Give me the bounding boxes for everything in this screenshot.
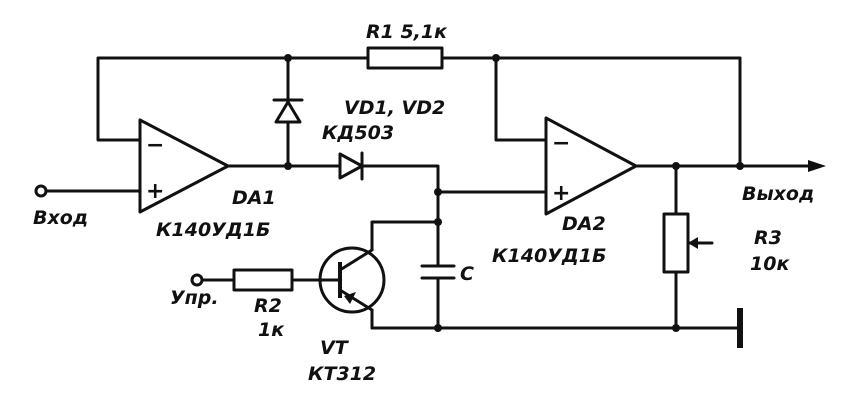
label-vt-type: КТ312 [308,363,376,385]
resistor-r3 [662,212,690,274]
output-arrow [808,160,826,172]
label-r3: R3 [754,227,782,249]
label-control: Упр. [170,287,219,309]
da2-plus-sign: + [552,181,570,206]
da2-minus-sign: − [552,131,570,156]
label-r2: R2 [254,295,282,317]
node-ground-r3 [672,324,680,332]
diode-vd2 [338,152,364,180]
label-r1: R1 5,1к [366,21,448,43]
label-da1: DA1 [232,187,276,209]
diode-vd1 [274,100,302,124]
wire-r1-to-da2-minus [494,56,548,142]
opamp-da2 [544,116,638,216]
label-vt: VT [320,337,350,359]
wire-collector [370,220,440,252]
transistor-vt-emitter [338,288,374,312]
label-da1-type: К140УД1Б [156,219,270,241]
node-da1-out [284,162,292,170]
wire-vd2-out [360,164,440,194]
resistor-r2 [232,268,294,292]
r3-wiper-arrow [688,237,698,249]
da1-minus-sign: − [146,133,164,158]
da1-plus-sign: + [146,179,164,204]
transistor-vt-emitter-arrow [344,292,356,304]
label-input: Вход [33,207,88,229]
node-ground-cap [434,324,442,332]
label-output: Выход [742,183,814,205]
label-c: C [460,263,474,285]
opamp-da1 [138,118,230,214]
label-vd: VD1, VD2 [344,97,445,119]
wire-da1-feedback [96,56,290,142]
node-top-left [284,54,292,62]
label-da2: DA2 [562,213,606,235]
resistor-r1 [366,46,444,70]
label-r3-value: 10к [750,253,790,275]
label-r2-value: 1к [258,319,285,341]
label-vd-type: КД503 [322,122,394,144]
label-da2-type: К140УД1Б [492,245,606,267]
node-output-rail [736,162,744,170]
transistor-vt-collector [338,248,374,272]
